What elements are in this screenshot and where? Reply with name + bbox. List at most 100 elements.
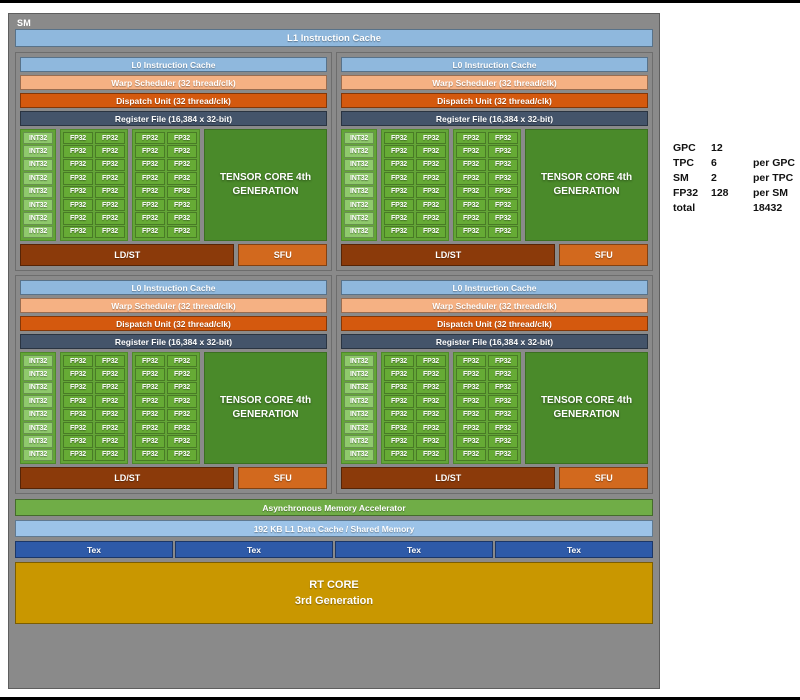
spec-row-note: 18432 [753,202,783,214]
tensor-core-line2: GENERATION [553,409,620,420]
fp32-core-cell: FP32 [135,448,165,461]
l0-instruction-cache-bar: L0 Instruction Cache [341,280,648,295]
int32-core-cell: INT32 [344,212,374,225]
fp32-core-cell: FP32 [63,212,93,225]
fp32-core-cell: FP32 [135,198,165,212]
int32-core-cell: INT32 [23,408,53,421]
int32-core-cell: INT32 [344,225,374,238]
fp32-core-cell: FP32 [384,172,414,185]
int32-core-cell: INT32 [23,448,53,461]
fp32-core-cell: FP32 [416,408,446,421]
l0-instruction-cache-bar: L0 Instruction Cache [341,57,648,72]
fp32-core-cell: FP32 [416,435,446,448]
fp32-core-cell: FP32 [167,355,197,368]
dispatch-unit-bar: Dispatch Unit (32 thread/clk) [341,93,648,108]
tex-unit: Tex [335,541,493,558]
tensor-core-line1: TENSOR CORE 4th [540,395,633,406]
spec-row-name: total [673,202,696,214]
fp32-core-cell: FP32 [135,145,165,158]
fp32-core-cell: FP32 [456,408,486,421]
ld-st-block: LD/ST [20,244,235,266]
fp32-core-cell: FP32 [135,435,165,448]
spec-table-row: total 18432 [673,201,795,216]
fp32-core-cell: FP32 [95,198,125,212]
fp32-core-cell: FP32 [456,185,486,198]
fp32-core-cell: FP32 [167,225,197,238]
fp32-core-cell: FP32 [384,198,414,212]
fp32-core-cell: FP32 [456,368,486,381]
fp32-core-cell: FP32 [95,145,125,158]
fp32-core-cell: FP32 [167,448,197,461]
tensor-core-line2: GENERATION [232,186,299,197]
int32-core-cell: INT32 [344,368,374,381]
spec-table-row: GPC 12 [673,141,795,156]
fp32-core-cell: FP32 [488,368,518,381]
fp32-core-cell: FP32 [416,395,446,408]
fp32-core-cell: FP32 [167,158,197,172]
fp32-core-cell: FP32 [63,172,93,185]
int32-core-cell: INT32 [23,132,53,145]
fp32-core-cell: FP32 [456,381,486,395]
fp32-core-cell: FP32 [456,355,486,368]
dispatch-unit-bar: Dispatch Unit (32 thread/clk) [20,316,327,331]
fp32-core-cell: FP32 [63,408,93,421]
fp32-core-cell: FP32 [416,145,446,158]
fp32-core-cell: FP32 [63,381,93,395]
fp32-core-cell: FP32 [488,212,518,225]
fp32-core-cell: FP32 [456,435,486,448]
fp32-core-cell: FP32 [488,421,518,435]
dispatch-unit-bar: Dispatch Unit (32 thread/clk) [20,93,327,108]
fp32-core-cell: FP32 [488,225,518,238]
spec-row-name: GPC [673,142,696,154]
tensor-core-line1: TENSOR CORE 4th [219,172,312,183]
fp32-core-cell: FP32 [95,435,125,448]
fp32-core-cell: FP32 [384,158,414,172]
int32-core-cell: INT32 [344,198,374,212]
fp32-core-cell: FP32 [384,145,414,158]
int32-core-cell: INT32 [23,145,53,158]
int32-core-cell: INT32 [344,355,374,368]
fp32-core-cell: FP32 [135,225,165,238]
ld-st-block: LD/ST [341,467,556,489]
spec-row-note: per TPC [753,172,794,184]
spec-row-value: 2 [711,172,717,184]
fp32-core-cell: FP32 [95,185,125,198]
fp32-core-cell: FP32 [95,381,125,395]
int32-core-cell: INT32 [344,408,374,421]
fp32-core-cell: FP32 [416,225,446,238]
spec-row-name: FP32 [673,187,699,199]
fp32-core-cell: FP32 [167,408,197,421]
tensor-core-line1: TENSOR CORE 4th [540,172,633,183]
fp32-core-cell: FP32 [63,185,93,198]
fp32-core-cell: FP32 [63,145,93,158]
sfu-block: SFU [559,467,648,489]
l0-instruction-cache-bar: L0 Instruction Cache [20,57,327,72]
fp32-core-cell: FP32 [488,435,518,448]
fp32-core-cell: FP32 [167,145,197,158]
fp32-core-cell: FP32 [95,421,125,435]
spec-row-value: 12 [711,142,723,154]
l0-instruction-cache-bar: L0 Instruction Cache [20,280,327,295]
spec-row-note: per SM [753,187,789,199]
fp32-core-cell: FP32 [167,185,197,198]
int32-core-cell: INT32 [23,225,53,238]
int32-core-cell: INT32 [23,381,53,395]
